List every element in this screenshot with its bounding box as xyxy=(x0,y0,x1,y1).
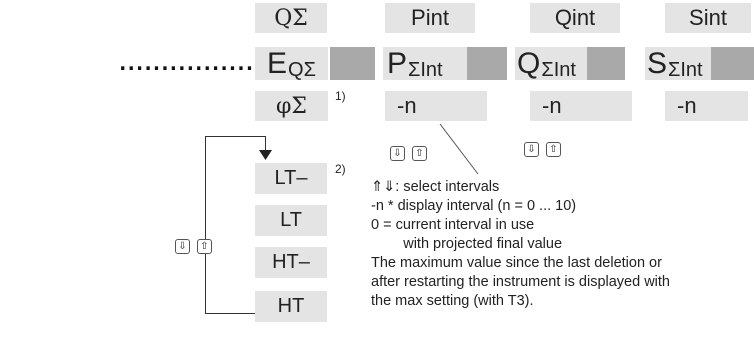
ht-field: HT xyxy=(255,291,327,322)
q-dark-block xyxy=(587,47,625,80)
s-n-label: -n xyxy=(677,93,697,118)
legend-current: 0 = current interval in use xyxy=(371,217,535,233)
down-key-icon: ⇩ xyxy=(390,146,405,161)
s-dark-block xyxy=(711,47,754,80)
loop-bottom-line xyxy=(205,313,266,314)
s-main-label: S xyxy=(647,46,669,80)
p-int-field: Pint xyxy=(385,3,475,33)
legend-max-3: the max setting (with T3). xyxy=(371,293,534,309)
lt-label: LT xyxy=(280,209,302,231)
phi-sum-label: φΣ xyxy=(276,93,307,119)
e-sub-label: QΣ xyxy=(288,59,316,81)
footnote-2: 2) xyxy=(335,162,346,176)
s-int-label: Sint xyxy=(689,5,727,30)
down-arrow-icon xyxy=(259,150,272,160)
p-main-label: P xyxy=(387,46,409,80)
phi-sum-field: φΣ xyxy=(255,91,328,121)
lt-field: LT xyxy=(255,205,327,236)
q-int-label: Qint xyxy=(554,5,596,30)
p-n-field: -n xyxy=(385,91,487,121)
up-key-icon: ⇧ xyxy=(546,142,561,157)
q-sum-label: QΣ xyxy=(274,5,308,31)
down-key-icon: ⇩ xyxy=(524,142,539,157)
e-dark-block xyxy=(330,47,375,80)
loop-arrow-stem xyxy=(265,136,266,151)
q-int-field: Qint xyxy=(530,3,620,33)
loop-left-line xyxy=(205,136,206,314)
q-sum-field: QΣ xyxy=(255,3,327,33)
ht-minus-label: HT– xyxy=(272,251,310,273)
legend-max-2: after restarting the instrument is displ… xyxy=(371,274,670,290)
loop-top-line xyxy=(205,136,266,137)
up-key-icon: ⇧ xyxy=(412,146,427,161)
p-dark-block xyxy=(467,47,507,80)
down-key-icon: ⇩ xyxy=(175,239,190,254)
q-main-label: Q xyxy=(517,46,542,80)
footnote-1: 1) xyxy=(335,89,346,103)
q-n-field: -n xyxy=(530,91,632,121)
e-main-label: E xyxy=(267,46,289,80)
up-key-icon: ⇧ xyxy=(197,239,212,254)
lt-minus-field: LT– xyxy=(255,163,327,194)
s-sub-label: ΣInt xyxy=(668,59,703,81)
ht-minus-field: HT– xyxy=(255,247,327,278)
lt-minus-label: LT– xyxy=(274,167,308,189)
legend-select: ⇑⇓: select intervals xyxy=(371,179,500,195)
q-sub-label: ΣInt xyxy=(541,59,576,81)
s-int-field: Sint xyxy=(665,3,751,33)
p-n-label: -n xyxy=(397,93,417,118)
s-n-field: -n xyxy=(665,91,748,121)
legend-max-1: The maximum value since the last deletio… xyxy=(371,255,662,271)
q-n-label: -n xyxy=(542,93,562,118)
p-sub-label: ΣInt xyxy=(408,59,443,81)
leader-dots: ................... xyxy=(118,40,279,78)
legend-projected: with projected final value xyxy=(371,236,563,252)
legend-display: -n * display interval (n = 0 ... 10) xyxy=(371,198,577,214)
p-int-label: Pint xyxy=(411,5,449,30)
ht-label: HT xyxy=(277,295,305,317)
